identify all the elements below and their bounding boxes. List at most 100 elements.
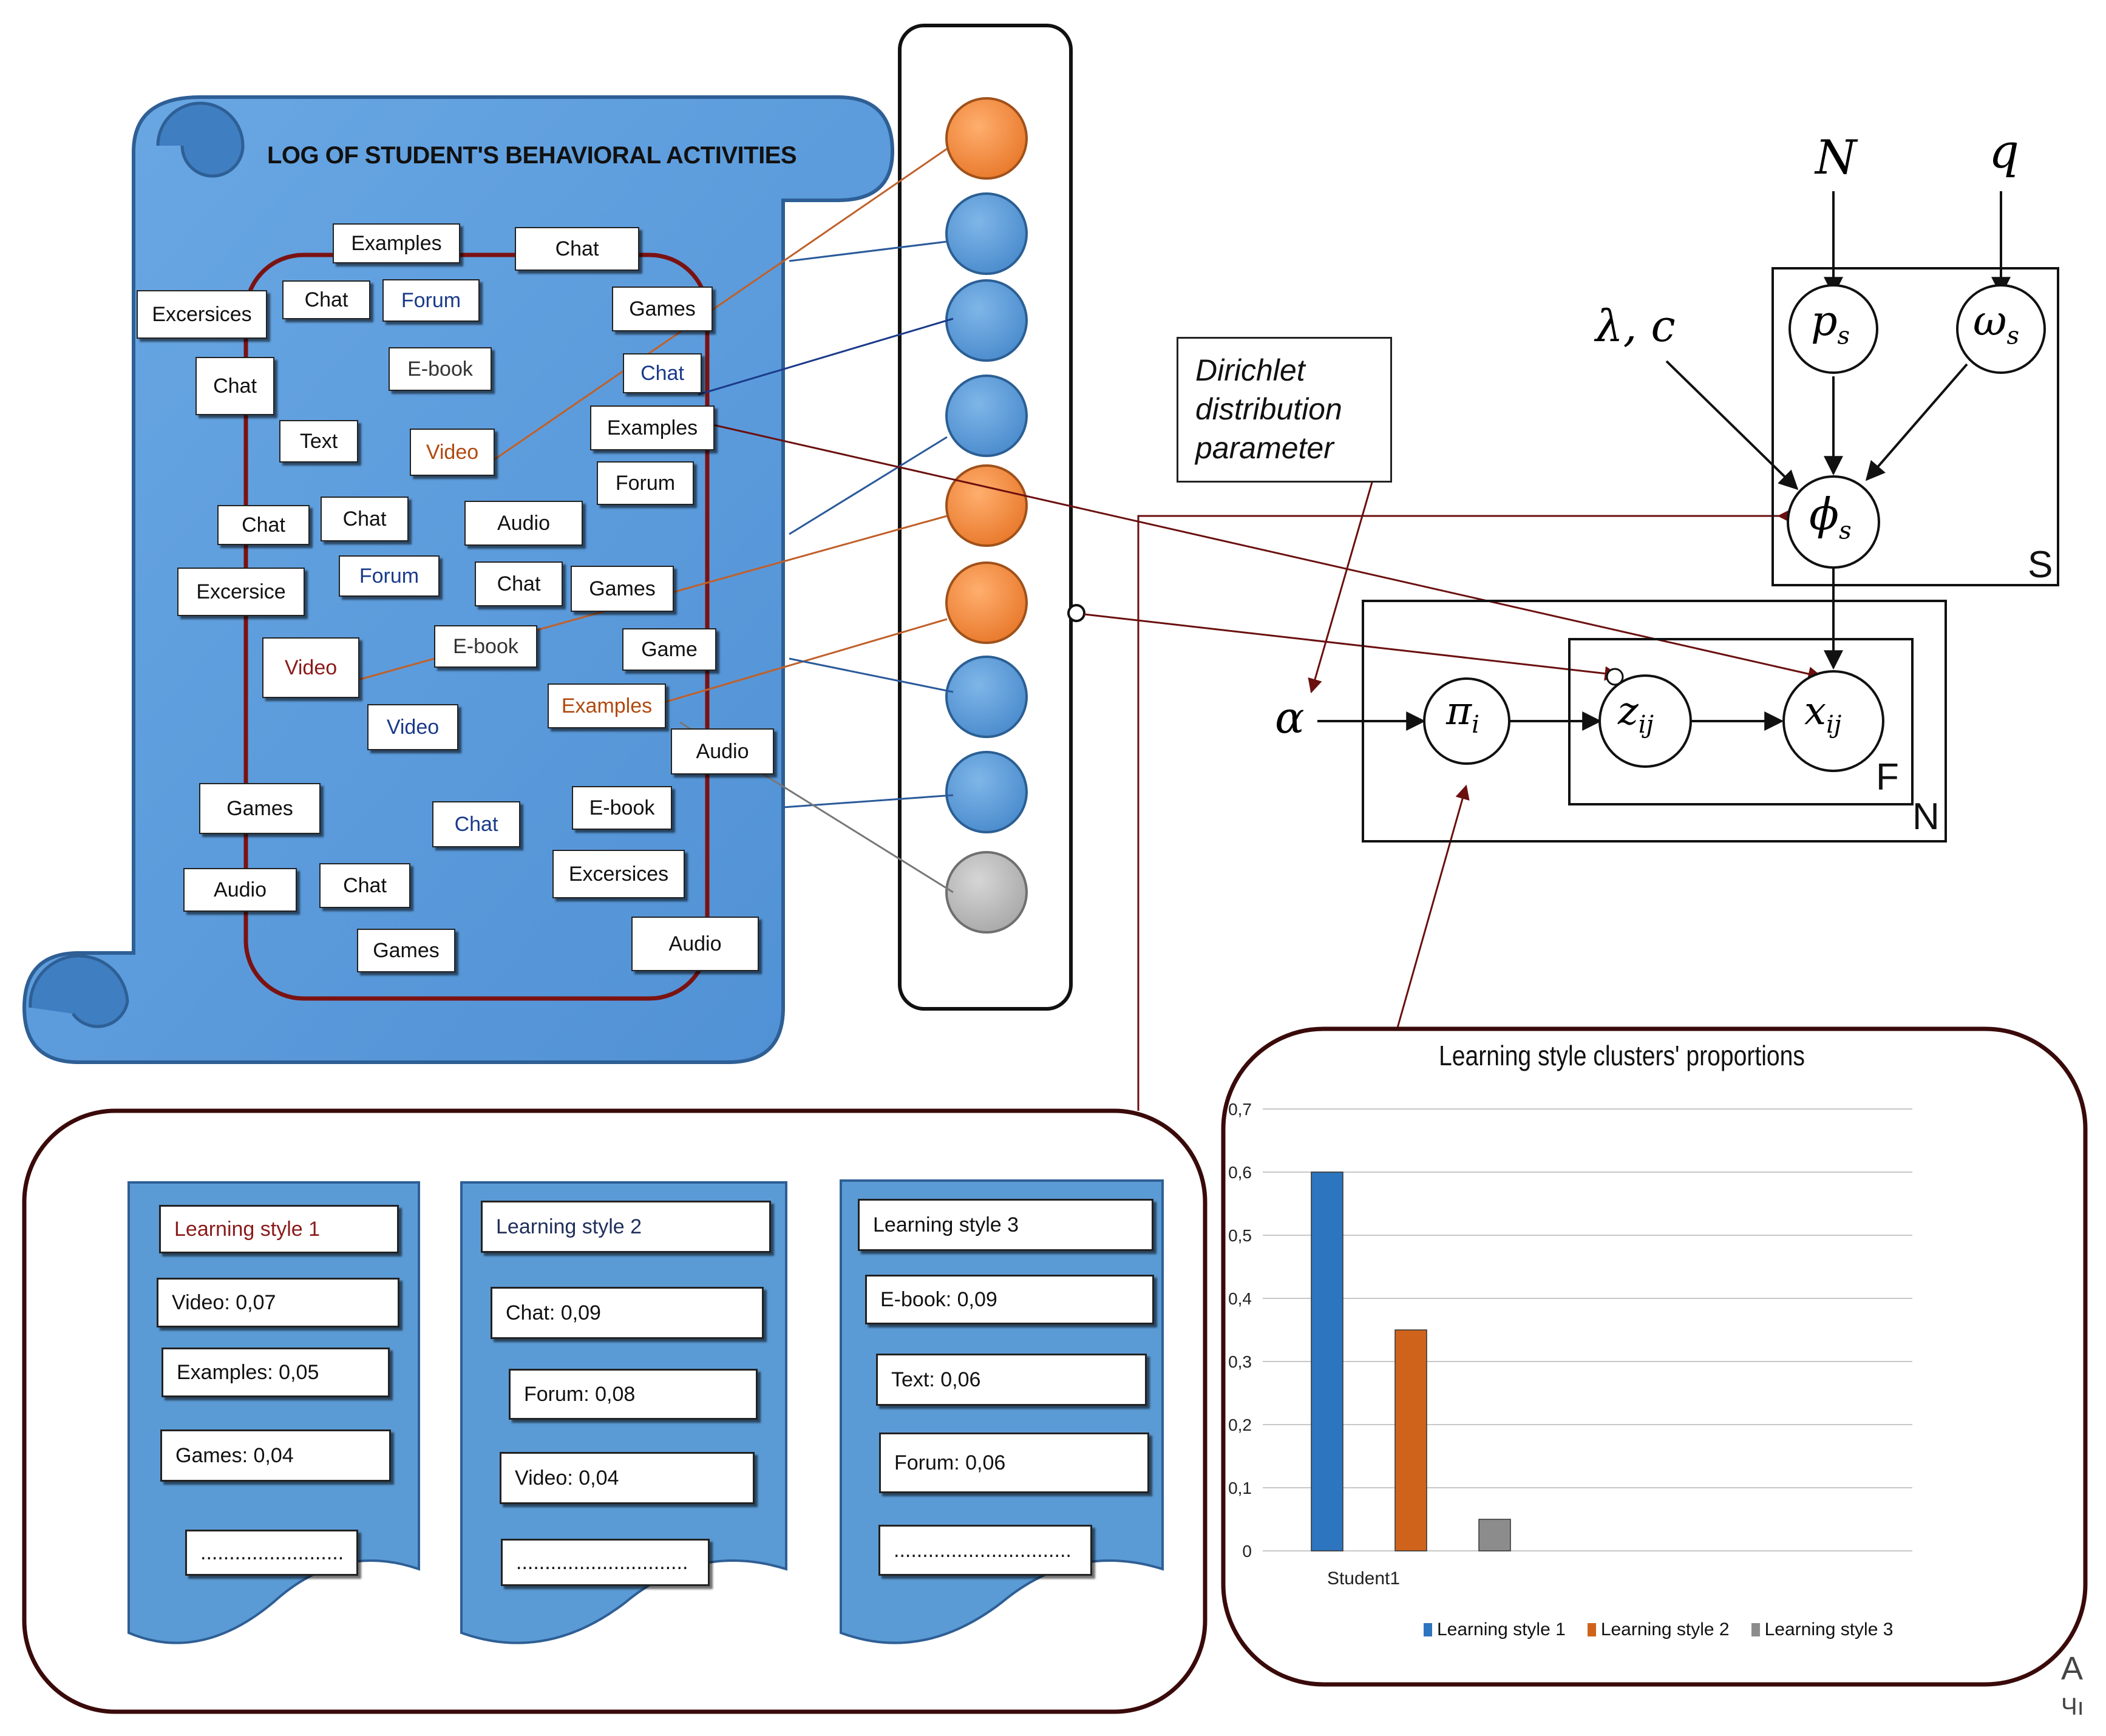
activity-tile: Chat	[319, 863, 410, 908]
activity-tile: Chat	[432, 801, 520, 847]
legend-label: Learning style 1	[1437, 1619, 1566, 1639]
p-node-label: ps	[1811, 297, 1850, 350]
activity-tile: Excersices	[137, 290, 267, 339]
phi-node-label: ϕs	[1809, 489, 1852, 545]
learning-style-title: Learning style 1	[159, 1205, 399, 1253]
activity-tile: Video	[410, 429, 495, 476]
learning-style-more: .........................	[185, 1530, 358, 1576]
activity-tile: Excersices	[552, 850, 685, 898]
activity-tile: Forum	[339, 555, 440, 597]
learning-style-more: ...............................	[878, 1525, 1092, 1576]
x-node-label: xij	[1804, 689, 1842, 739]
dirichlet-box: Dirichlet distribution parameter	[1177, 337, 1392, 483]
column-node-gray	[945, 851, 1028, 934]
chart-ytick-label: 0,5	[1228, 1226, 1252, 1245]
activity-tile: Game	[622, 628, 716, 671]
edge-text-2: Чı	[2061, 1694, 2084, 1720]
activity-tile: Chat	[515, 227, 639, 271]
learning-style-more: ..............................	[501, 1539, 710, 1586]
lambda-c-label: λ, c	[1595, 300, 1676, 351]
chart-legend-item: Learning style 3	[1751, 1619, 1894, 1640]
activity-tile: Games	[612, 287, 713, 331]
phi-to-styles-link	[1137, 509, 1792, 1111]
learning-style-item: Games: 0,04	[160, 1429, 391, 1482]
lambda-to-phi-arrow	[1665, 360, 1799, 490]
column-node-orange	[945, 464, 1028, 547]
activity-tile: Video	[262, 637, 359, 698]
chart-category-label: Student1	[1327, 1568, 1400, 1589]
scroll-curl-top	[156, 101, 245, 178]
activity-tile: Games	[571, 566, 674, 612]
column-node-blue	[945, 751, 1028, 833]
column-node-blue	[945, 375, 1028, 457]
pi-node-label: πi	[1446, 689, 1479, 739]
activity-tile: Excersice	[177, 568, 305, 616]
activity-tile: Audio	[183, 868, 297, 912]
z-node	[1598, 674, 1692, 768]
legend-swatch	[1751, 1623, 1760, 1636]
plate-S	[1771, 267, 2059, 586]
activity-tile: Chat	[282, 280, 370, 319]
phi-node	[1787, 475, 1880, 569]
chart-to-pi-link	[1395, 784, 1470, 1032]
activity-tile: Games	[199, 783, 321, 834]
activity-tile: Audio	[464, 501, 583, 546]
column-nodes	[945, 97, 1028, 934]
chart-ytick-label: 0,3	[1228, 1352, 1252, 1371]
plate-N-label: N	[1912, 796, 1940, 838]
plate-F-label: F	[1876, 756, 1899, 798]
learning-style-title: Learning style 3	[858, 1199, 1153, 1251]
column-connector	[1067, 604, 1085, 622]
z-node-label: zij	[1618, 689, 1654, 739]
learning-style-item: Video: 0,04	[500, 1452, 755, 1504]
activity-tile: Video	[367, 704, 458, 750]
examples-to-x-link	[713, 424, 1823, 681]
alpha-label: α	[1275, 692, 1305, 743]
learning-style-item: Video: 0,07	[157, 1278, 399, 1327]
activity-tile: E-book	[572, 786, 672, 830]
chart-legend: Learning style 1 Learning style 2 Learning…	[1424, 1619, 1893, 1640]
legend-swatch	[1424, 1623, 1432, 1636]
column-node-orange	[945, 97, 1028, 180]
activity-tile: Audio	[631, 917, 759, 971]
activity-tile: Examples	[333, 223, 460, 263]
activity-tile: Forum	[382, 279, 480, 322]
activity-tile: Chat	[321, 497, 409, 541]
omega-node	[1956, 284, 2046, 374]
chart-bar	[1311, 1171, 1343, 1551]
learning-style-item: Text: 0,06	[876, 1354, 1147, 1406]
chart-ytick-label: 0,1	[1228, 1479, 1252, 1497]
chart-title: Learning style clusters' proportions	[1439, 1040, 1805, 1071]
activity-tile: Text	[279, 420, 358, 463]
activity-tile: Games	[357, 929, 455, 972]
activity-tile: Examples	[548, 683, 666, 728]
chart-ytick-label: 0,2	[1228, 1416, 1252, 1434]
activity-tile: Chat	[623, 353, 702, 393]
column-node-orange	[945, 561, 1028, 644]
chart-ytick-label: 0	[1242, 1542, 1252, 1561]
chart-legend-item: Learning style 2	[1587, 1619, 1730, 1640]
chart-ytick-label: 0,4	[1228, 1289, 1252, 1308]
N-label: N	[1815, 131, 1857, 185]
learning-style-item: Chat: 0,09	[491, 1287, 764, 1339]
column-node-blue	[945, 279, 1028, 362]
activity-tile: Audio	[671, 728, 774, 775]
log-title: LOG OF STUDENT'S BEHAVIORAL ACTIVITIES	[267, 142, 797, 169]
edge-text-1: A	[2061, 1650, 2084, 1687]
chart-legend-item: Learning style 1	[1424, 1619, 1566, 1640]
learning-style-item: E-book: 0,09	[865, 1275, 1154, 1324]
chart-bar	[1394, 1329, 1427, 1551]
plate-S-label: S	[2028, 544, 2053, 586]
activity-tile: E-book	[389, 347, 492, 391]
chart-bar	[1478, 1519, 1511, 1551]
column-node-blue	[945, 192, 1028, 275]
chart-ytick-label: 0,6	[1228, 1163, 1252, 1182]
learning-style-item: Forum: 0,06	[879, 1433, 1149, 1493]
chart-ytick-label: 0,7	[1228, 1100, 1252, 1119]
omega-node-label: ωs	[1973, 297, 2019, 350]
chart-panel	[1221, 1026, 2088, 1687]
q-label: q	[1989, 124, 2019, 179]
dirichlet-label: Dirichlet distribution parameter	[1195, 353, 1342, 465]
legend-label: Learning style 3	[1764, 1619, 1894, 1639]
